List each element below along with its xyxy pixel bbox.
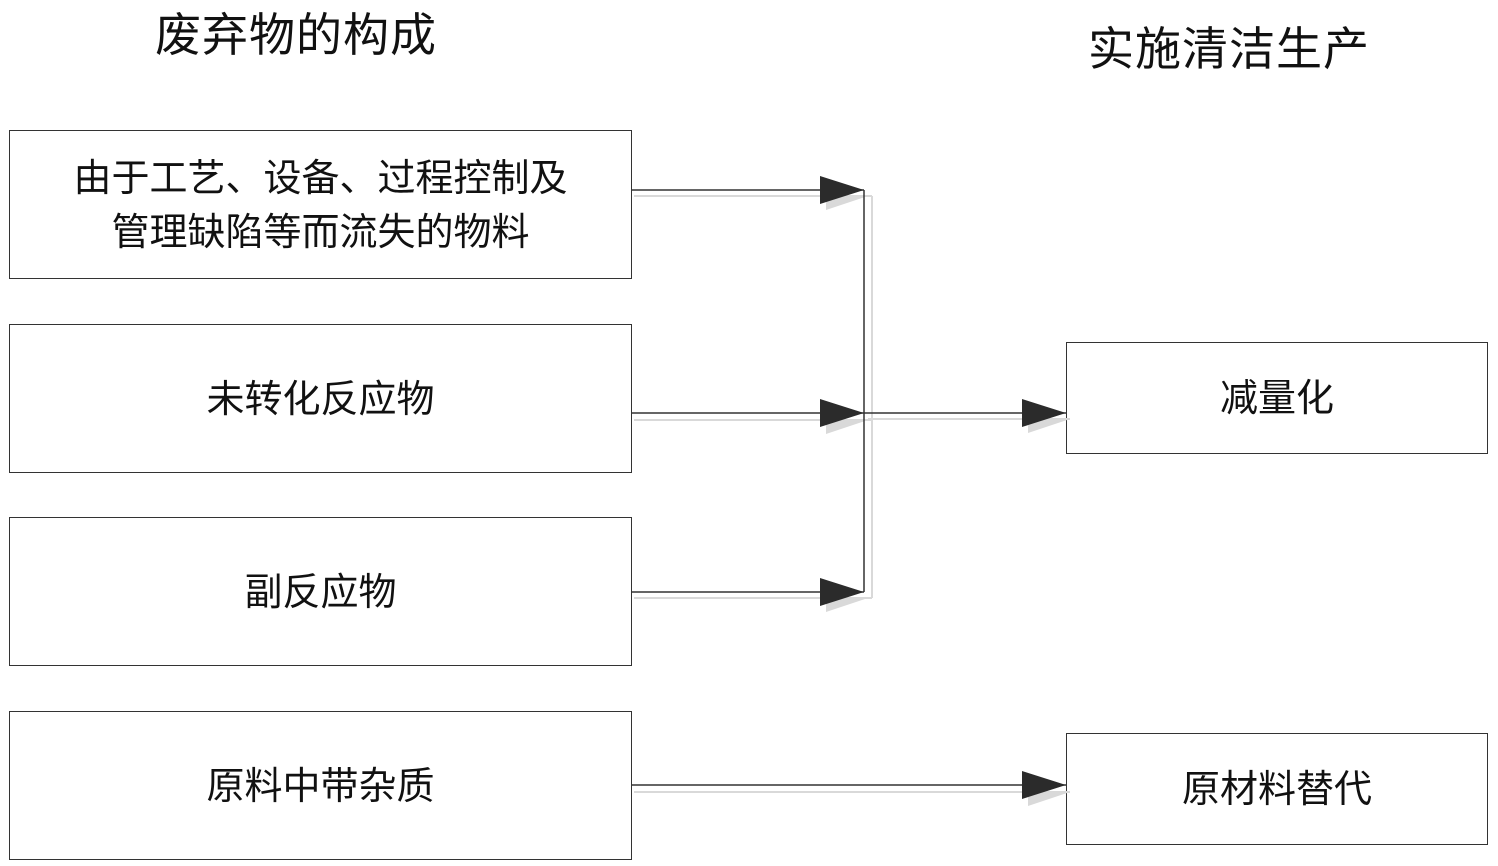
connector-shadows	[634, 195, 1070, 806]
source-box-raw-material-impurities: 原料中带杂质	[9, 711, 632, 860]
arrow-head-1	[820, 176, 864, 204]
source-label: 未转化反应物	[206, 376, 435, 421]
arrow-head-3	[820, 578, 864, 606]
right-column-heading: 实施清洁生产	[1088, 22, 1370, 76]
arrow-head-to-reduction	[1022, 399, 1066, 427]
source-box-lost-materials: 由于工艺、设备、过程控制及 管理缺陷等而流失的物料	[9, 130, 632, 279]
arrow-head-to-substitution	[1022, 771, 1066, 799]
source-label: 原料中带杂质	[206, 763, 435, 808]
source-box-unconverted-reactants: 未转化反应物	[9, 324, 632, 473]
source-label: 由于工艺、设备、过程控制及 管理缺陷等而流失的物料	[73, 155, 568, 254]
target-box-material-substitution: 原材料替代	[1066, 733, 1488, 845]
arrow-head-2	[820, 399, 864, 427]
source-box-side-reactants: 副反应物	[9, 517, 632, 666]
target-box-reduction: 减量化	[1066, 342, 1488, 454]
target-label: 减量化	[1219, 376, 1334, 420]
source-label: 副反应物	[244, 569, 397, 614]
left-column-heading: 废弃物的构成	[155, 8, 437, 62]
target-label: 原材料替代	[1181, 767, 1372, 811]
